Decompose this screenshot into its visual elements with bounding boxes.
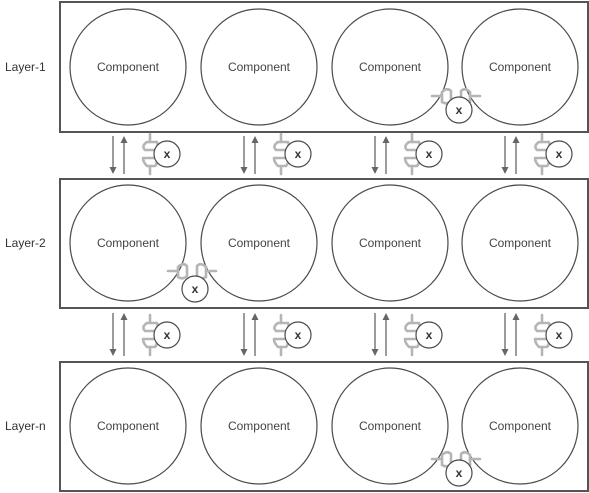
up-arrow [512, 313, 520, 356]
down-arrow [109, 313, 117, 356]
up-arrow [382, 136, 390, 174]
down-arrow [501, 136, 509, 174]
inter-layer-link: x [240, 132, 312, 176]
up-arrow [512, 136, 520, 174]
connector-circle [445, 459, 473, 487]
connector-circle [415, 140, 443, 168]
intra-layer-connectors: x x x [166, 87, 482, 487]
component-circle [69, 367, 187, 485]
component-node: Component [69, 184, 187, 302]
component-label: Component [97, 236, 160, 250]
component-label: Component [359, 60, 422, 74]
inter-layer-link: x [501, 313, 573, 357]
component-label: Component [359, 419, 422, 433]
inter-layer-link: x [240, 313, 312, 357]
component-circle [331, 8, 449, 126]
component-label: Component [228, 236, 291, 250]
component-label: Component [228, 60, 291, 74]
down-arrow [371, 313, 379, 356]
component-node: Component [461, 184, 579, 302]
component-node: Component [331, 184, 449, 302]
component-connector: x [166, 262, 218, 303]
component-label: Component [97, 60, 160, 74]
connector-circle [181, 275, 209, 303]
component-connector: x [430, 450, 482, 487]
component-node: Component [69, 8, 187, 126]
component-node: Component [461, 367, 579, 485]
component-node: Component [200, 184, 318, 302]
component-circle [461, 184, 579, 302]
component-circle [331, 184, 449, 302]
layer-label: Layer-n [5, 419, 46, 433]
connector-symbol: x [456, 103, 463, 117]
inter-layer-links: x x x x x x x x [109, 132, 573, 357]
component-circle [461, 367, 579, 485]
component-label: Component [489, 236, 552, 250]
connector-circle [153, 321, 181, 349]
down-arrow [109, 136, 117, 174]
down-arrow [371, 136, 379, 174]
layer-3: Layer-n Component Component Component Compon… [5, 361, 589, 492]
connector-symbol: x [556, 328, 563, 342]
connector-circle [153, 140, 181, 168]
component-circle [69, 8, 187, 126]
connector-circle [545, 321, 573, 349]
layer-label: Layer-1 [5, 60, 46, 74]
connector-symbol: x [164, 147, 171, 161]
down-arrow [240, 313, 248, 356]
connector-circle [284, 140, 312, 168]
inter-layer-link: x [371, 132, 443, 176]
up-arrow [251, 313, 259, 356]
component-node: Component [461, 8, 579, 126]
component-label: Component [489, 419, 552, 433]
connector-circle [415, 321, 443, 349]
component-label: Component [359, 236, 422, 250]
connector-symbol: x [295, 328, 302, 342]
layer-label: Layer-2 [5, 236, 46, 250]
down-arrow [240, 136, 248, 174]
connector-circle [284, 321, 312, 349]
inter-layer-link: x [109, 132, 181, 176]
up-arrow [382, 313, 390, 356]
up-arrow [120, 136, 128, 174]
component-node: Component [69, 367, 187, 485]
component-label: Component [489, 60, 552, 74]
connector-circle [445, 96, 473, 124]
connector-symbol: x [456, 466, 463, 480]
connector-symbol: x [192, 282, 199, 296]
connector-symbol: x [295, 147, 302, 161]
component-circle [200, 8, 318, 126]
component-node: Component [331, 367, 449, 485]
inter-layer-link: x [109, 313, 181, 357]
component-node: Component [200, 8, 318, 126]
up-arrow [251, 136, 259, 174]
component-circle [69, 184, 187, 302]
connector-symbol: x [426, 147, 433, 161]
connector-symbol: x [556, 147, 563, 161]
component-label: Component [97, 419, 160, 433]
component-label: Component [228, 419, 291, 433]
connector-circle [545, 140, 573, 168]
component-circle [461, 8, 579, 126]
layer-1: Layer-1 Component Component Component Compon… [5, 1, 589, 133]
layer-2: Layer-2 Component Component Component Compon… [5, 178, 589, 309]
connector-symbol: x [164, 328, 171, 342]
component-circle [200, 184, 318, 302]
component-connector: x [430, 87, 482, 124]
component-node: Component [331, 8, 449, 126]
up-arrow [120, 313, 128, 356]
inter-layer-link: x [501, 132, 573, 176]
component-node: Component [200, 367, 318, 485]
inter-layer-link: x [371, 313, 443, 357]
connector-symbol: x [426, 328, 433, 342]
down-arrow [501, 313, 509, 356]
component-circle [200, 367, 318, 485]
component-circle [331, 367, 449, 485]
